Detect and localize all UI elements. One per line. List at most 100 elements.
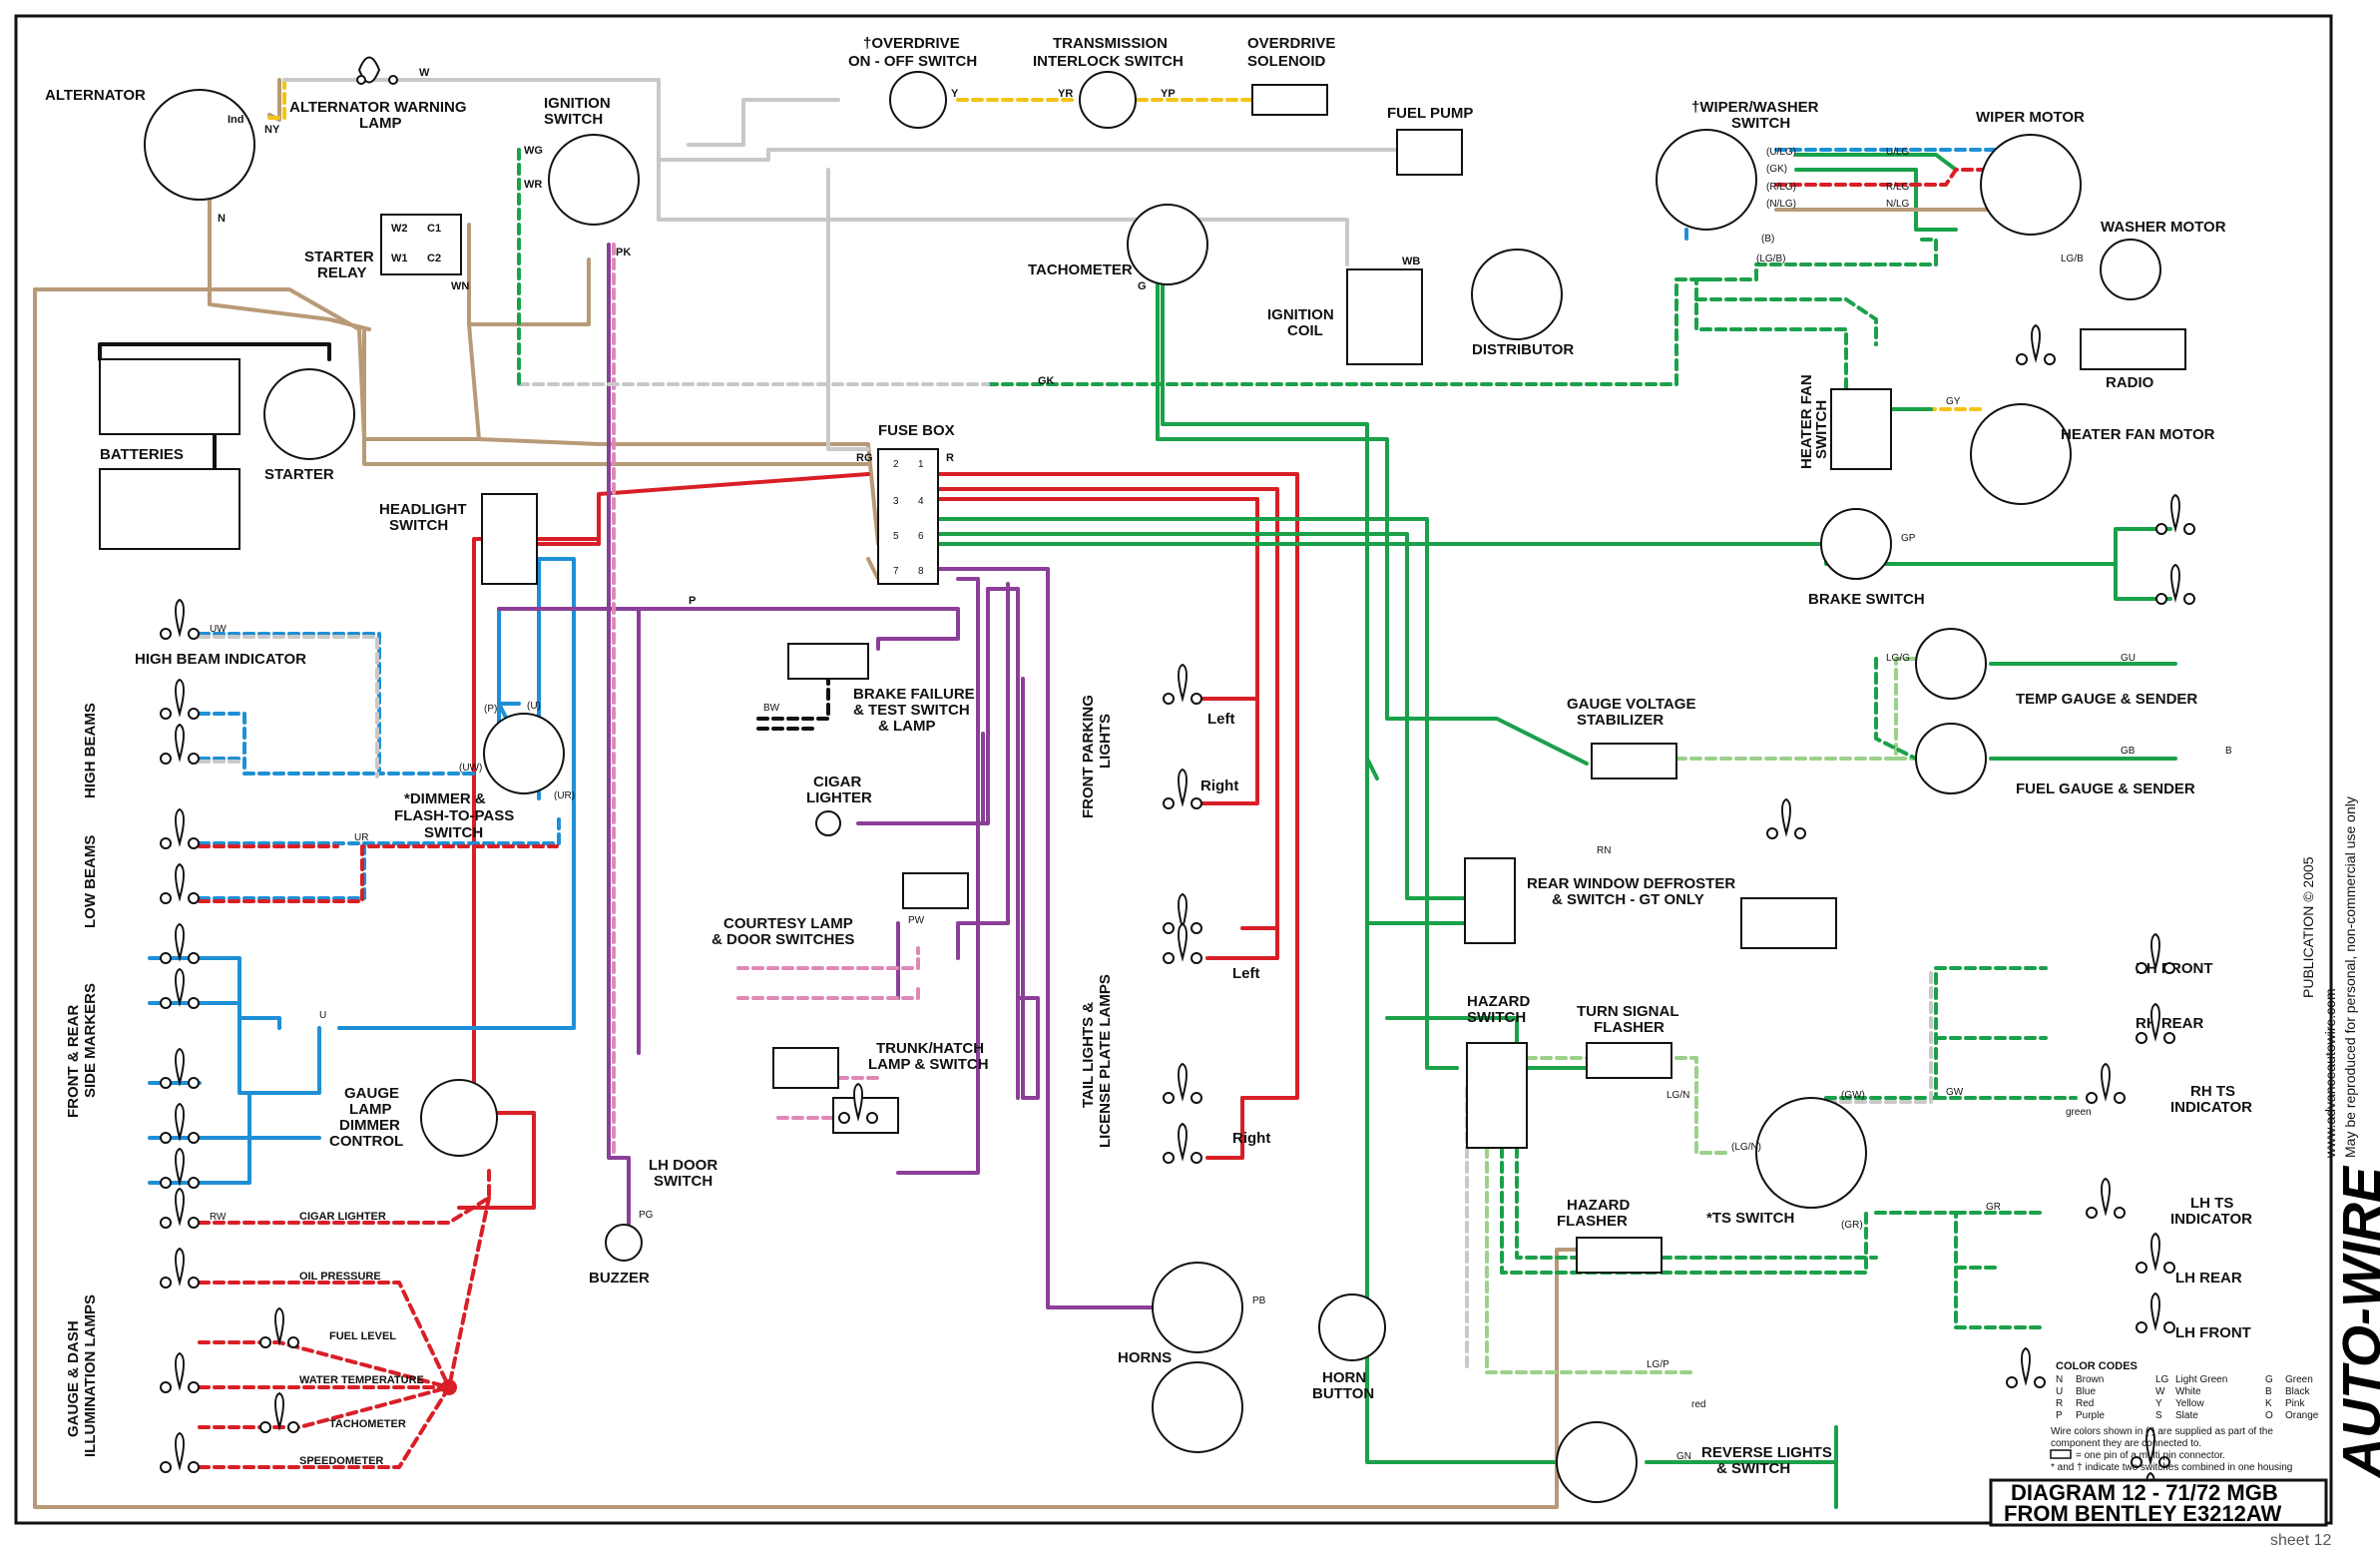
lamp-bulb-icon (259, 1306, 299, 1348)
fuse-number: 3 (893, 496, 899, 507)
lamp-bulb-icon (160, 1431, 200, 1473)
alternator-symbol (144, 89, 255, 201)
legend-code: R (2056, 1398, 2063, 1409)
fuse-box-label: FUSE BOX (878, 422, 955, 439)
wire-code: (LG/B) (1756, 254, 1785, 264)
legend-code: LG (2155, 1374, 2169, 1385)
legend-note: = one pin of a multi pin connector. (2076, 1450, 2225, 1461)
wire-code: WR (524, 179, 542, 191)
lamp-bulb-icon (2016, 323, 2056, 365)
brake-failure-label-1: BRAKE FAILURE (853, 686, 975, 703)
wire-red-fuse (936, 472, 1299, 1100)
brake-switch-symbol (1820, 508, 1892, 580)
fuse-box-symbol (877, 448, 939, 585)
legend-code: P (2056, 1410, 2063, 1421)
title-line-1: DIAGRAM 12 - 71/72 MGB (2011, 1480, 2278, 1505)
overdrive-switch-label-1: †OVERDRIVE (863, 35, 960, 52)
horn-1-symbol (1152, 1262, 1243, 1353)
hazard-switch-label-1: HAZARD (1467, 993, 1530, 1010)
wire-code: WB (1402, 256, 1420, 267)
gauge-stabilizer-label-2: STABILIZER (1577, 712, 1664, 729)
wire-code: red (1691, 1399, 1705, 1410)
wire-code: (UW) (459, 763, 482, 774)
wiper-switch-label-2: SWITCH (1731, 115, 1790, 132)
legend-code: Purple (2076, 1410, 2105, 1421)
wire-code: (GK) (1766, 164, 1787, 175)
lamp-bulb-icon (259, 1391, 299, 1433)
wire-code: (GR) (1841, 1220, 1863, 1231)
headlight-switch-symbol (481, 493, 538, 585)
lamp-bulb-icon (160, 967, 200, 1009)
fuse-number: 8 (918, 566, 924, 577)
lh-door-switch-label-1: LH DOOR (649, 1157, 717, 1174)
turn-flasher-symbol (1586, 1042, 1672, 1079)
wire-blue-lowbeam (198, 816, 561, 900)
lamp-bulb-icon (1766, 797, 1806, 839)
rh-rear-label: RH REAR (2136, 1015, 2204, 1032)
starter-relay-label-1: STARTER (304, 249, 374, 265)
wire-white-coil (1136, 218, 1349, 266)
wire-code: U (319, 1010, 326, 1021)
lamp-bulb-icon (160, 678, 200, 720)
wire-code: WG (524, 145, 543, 157)
wire-code: PB (1252, 1296, 1266, 1306)
wire-code: (P) (484, 704, 497, 715)
rear-defroster-label-2: & SWITCH - GT ONLY (1552, 891, 1704, 908)
wire-white-overdrive (687, 98, 840, 147)
wire-code: W (419, 67, 430, 79)
wire-purple-cigar (856, 587, 990, 825)
rear-defroster-label-1: REAR WINDOW DEFROSTER (1527, 875, 1735, 892)
dash-lamp-label: FUEL LEVEL (329, 1330, 396, 1342)
lamp-bulb-icon (160, 598, 200, 640)
rh-ts-label-2: INDICATOR (2170, 1099, 2252, 1116)
high-beams-label: HIGH BEAMS (82, 703, 99, 798)
wire-green-temp (1989, 662, 2177, 761)
wire-green-brake-out (2114, 527, 2172, 566)
dimmer-switch-symbol (483, 713, 565, 794)
sheet-label: sheet 12 (2270, 1532, 2331, 1549)
buzzer-label: BUZZER (589, 1270, 650, 1287)
interlock-switch-label-2: INTERLOCK SWITCH (1033, 53, 1184, 70)
wire-code: GU (2121, 653, 2136, 664)
wire-code: (N/LG) (1766, 199, 1796, 210)
lamp-bulb-icon (1163, 922, 1202, 964)
distributor-symbol (1471, 249, 1563, 340)
alternator-label: ALTERNATOR (45, 87, 146, 104)
wire-green-ts-white (1824, 971, 1933, 1104)
wire-red-right-tail (1205, 926, 1279, 1160)
legend-code: White (2175, 1386, 2201, 1397)
horns-label: HORNS (1118, 1349, 1172, 1366)
fuel-pump-symbol (1396, 129, 1463, 176)
wire-black-brake-fail (756, 677, 830, 731)
publisher-block: AUTO-WIRE PUBLICATION © 2005 www.advance… (2300, 796, 2380, 1479)
tachometer-symbol (1127, 204, 1208, 285)
wire-blue-side (148, 956, 321, 1185)
brand-logo: AUTO-WIRE (2332, 1165, 2380, 1479)
wire-purple-trunk (1016, 677, 1040, 1100)
wire-code: RG (856, 452, 873, 464)
wire-green-wiper (1794, 153, 1958, 232)
low-beams-label: LOW BEAMS (82, 835, 99, 928)
wire-code: YP (1161, 88, 1176, 100)
reverse-lights-label-1: REVERSE LIGHTS (1701, 1444, 1832, 1461)
wire-code: Y (951, 88, 959, 100)
lamp-bulb-icon (160, 1147, 200, 1189)
wire-white-alt-lamp (282, 78, 691, 162)
wire-code: WN (451, 280, 469, 292)
trunk-lamp-label-2: LAMP & SWITCH (868, 1056, 989, 1073)
lh-door-switch-label-2: SWITCH (654, 1173, 713, 1190)
wire-code: BW (763, 703, 780, 714)
wire-code: GP (1901, 533, 1916, 544)
brake-failure-label-2: & TEST SWITCH (853, 702, 970, 719)
turn-flasher-label-1: TURN SIGNAL (1577, 1003, 1679, 1020)
legend-note: component they are connected to. (2051, 1438, 2201, 1449)
wire-code: (R/LG) (1766, 182, 1796, 193)
ts-switch-symbol (1755, 1097, 1867, 1209)
lamp-bulb-icon (160, 1047, 200, 1089)
wire-code: C1 (427, 223, 441, 235)
wire-brown-top (33, 287, 880, 581)
fuel-gauge-label: FUEL GAUGE & SENDER (2016, 780, 2195, 797)
wire-red-headlight (492, 472, 870, 546)
